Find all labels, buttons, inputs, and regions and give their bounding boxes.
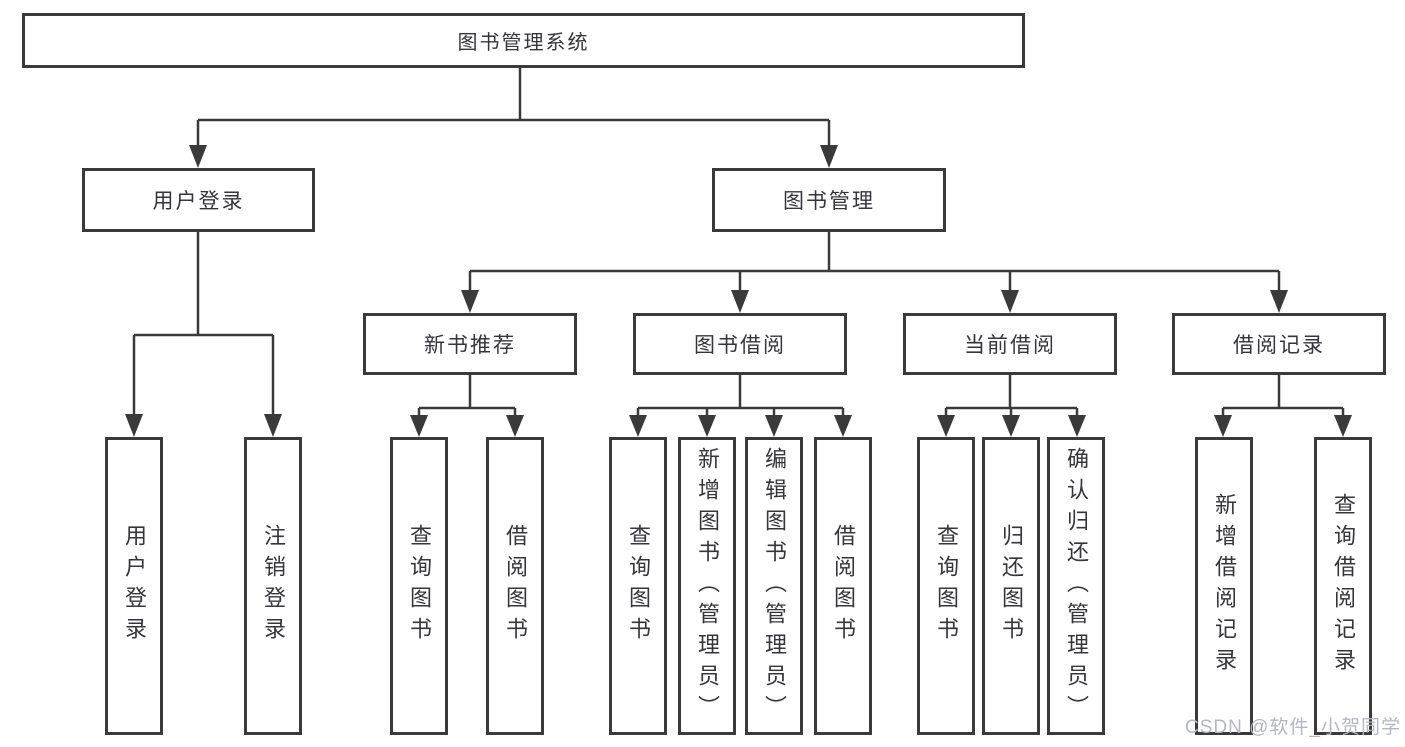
csdn-watermark: CSDN @软件_小贺同学 <box>1185 717 1401 738</box>
leaf-query-books-recommendation: 查询图书 <box>390 437 448 735</box>
leaf-add-books-admin: 新增图书（管理员） <box>678 437 736 735</box>
node-label: 图书管理系统 <box>457 32 590 54</box>
node-label: 查询图书 <box>934 524 959 648</box>
node-label: 新书推荐 <box>424 334 516 357</box>
node-library-management-system: 图书管理系统 <box>22 13 1025 68</box>
node-label: 确认归还（管理员） <box>1064 446 1089 726</box>
leaf-query-borrow-record: 查询借阅记录 <box>1314 437 1372 735</box>
leaf-borrow-books-borrowing: 借阅图书 <box>814 437 872 735</box>
node-book-borrowing: 图书借阅 <box>633 313 847 375</box>
leaf-return-books: 归还图书 <box>982 437 1040 735</box>
node-label: 新增借阅记录 <box>1212 493 1237 679</box>
node-label: 注销登录 <box>261 524 286 648</box>
leaf-borrow-books-recommendation: 借阅图书 <box>486 437 544 735</box>
node-label: 当前借阅 <box>964 334 1056 357</box>
node-label: 查询借阅记录 <box>1331 493 1356 679</box>
node-current-borrowing: 当前借阅 <box>903 313 1117 375</box>
node-label: 归还图书 <box>999 524 1024 648</box>
node-label: 图书管理 <box>783 190 875 213</box>
node-label: 借阅图书 <box>503 524 528 648</box>
node-label: 编辑图书（管理员） <box>762 446 787 726</box>
node-user-login: 用户登录 <box>82 168 315 232</box>
node-label: 新增图书（管理员） <box>695 446 720 726</box>
leaf-query-books-borrowing: 查询图书 <box>609 437 667 735</box>
node-label: 查询图书 <box>407 524 432 648</box>
leaf-edit-books-admin: 编辑图书（管理员） <box>745 437 803 735</box>
leaf-user-login: 用户登录 <box>105 437 163 735</box>
leaf-query-books-current: 查询图书 <box>917 437 975 735</box>
node-label: 图书借阅 <box>694 334 786 357</box>
node-label: 用户登录 <box>122 524 147 648</box>
leaf-logout: 注销登录 <box>244 437 302 735</box>
node-label: 借阅图书 <box>831 524 856 648</box>
node-borrowing-records: 借阅记录 <box>1172 313 1386 375</box>
node-book-management: 图书管理 <box>712 168 946 232</box>
node-new-book-recommendation: 新书推荐 <box>363 313 577 375</box>
node-label: 用户登录 <box>152 190 245 213</box>
leaf-confirm-return-admin: 确认归还（管理员） <box>1047 437 1105 735</box>
node-label: 查询图书 <box>626 524 651 648</box>
leaf-add-borrow-record: 新增借阅记录 <box>1195 437 1253 735</box>
node-label: 借阅记录 <box>1233 334 1325 357</box>
